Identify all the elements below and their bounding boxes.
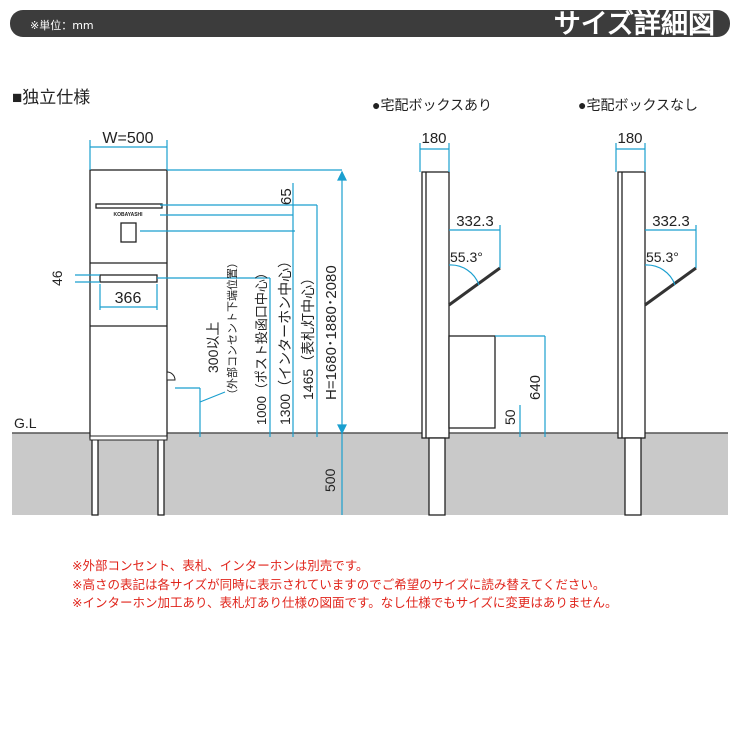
header-bar	[10, 10, 730, 37]
box-height-label: 640	[527, 375, 544, 400]
height-light: 1465（表札灯中心）	[300, 271, 316, 400]
ground	[12, 433, 728, 515]
note: ※高さの表記は各サイズが同時に表示されていますのでご希望のサイズに読み替えてくだ…	[72, 576, 606, 592]
reach-label-2: 332.3	[652, 213, 690, 230]
side-view-with-box	[421, 171, 501, 516]
slot-width-label: 366	[115, 290, 142, 307]
height-post: 1000（ポスト投函口中心）	[254, 266, 269, 425]
slot-height-label: 46	[49, 270, 65, 286]
section-title: ■独立仕様	[12, 88, 90, 107]
width-label: W=500	[102, 130, 153, 147]
angle-label: 55.3°	[450, 249, 483, 265]
ground-label: G.L	[14, 415, 37, 431]
brand-plate: KOBAYASHI	[113, 212, 143, 218]
depth-label-2: 180	[617, 130, 642, 147]
height-outlet: 300以上	[205, 322, 221, 373]
height-total: H=1680･1880･2080	[323, 265, 340, 400]
box-gap-label: 50	[502, 409, 518, 425]
intercom-icon	[120, 222, 137, 243]
header-title: サイズ詳細図	[554, 8, 715, 40]
note: ※外部コンセント、表札、インターホンは別売です。	[72, 558, 369, 573]
height-intercom: 1300（インターホン中心）	[277, 254, 293, 425]
leg-height: 500	[322, 468, 338, 492]
side-without-box-title: ●宅配ボックスなし	[578, 97, 698, 113]
angle-label-2: 55.3°	[646, 249, 679, 265]
side-view-without-box	[617, 171, 697, 516]
dim-65: 65	[278, 188, 295, 205]
note: ※インターホン加工あり、表札灯あり仕様の図面です。なし仕様でもサイズに変更はあり…	[72, 595, 618, 610]
height-outlet-note: （外部コンセント下端位置）	[225, 257, 239, 400]
side-with-box-title: ●宅配ボックスあり	[372, 97, 492, 113]
depth-label: 180	[421, 130, 446, 147]
reach-label: 332.3	[456, 213, 494, 230]
notes: ※外部コンセント、表札、インターホンは別売です。 ※高さの表記は各サイズが同時に…	[72, 557, 617, 613]
unit-label: ※単位：mm	[30, 18, 94, 32]
front-view: KOBAYASHI	[89, 169, 176, 516]
